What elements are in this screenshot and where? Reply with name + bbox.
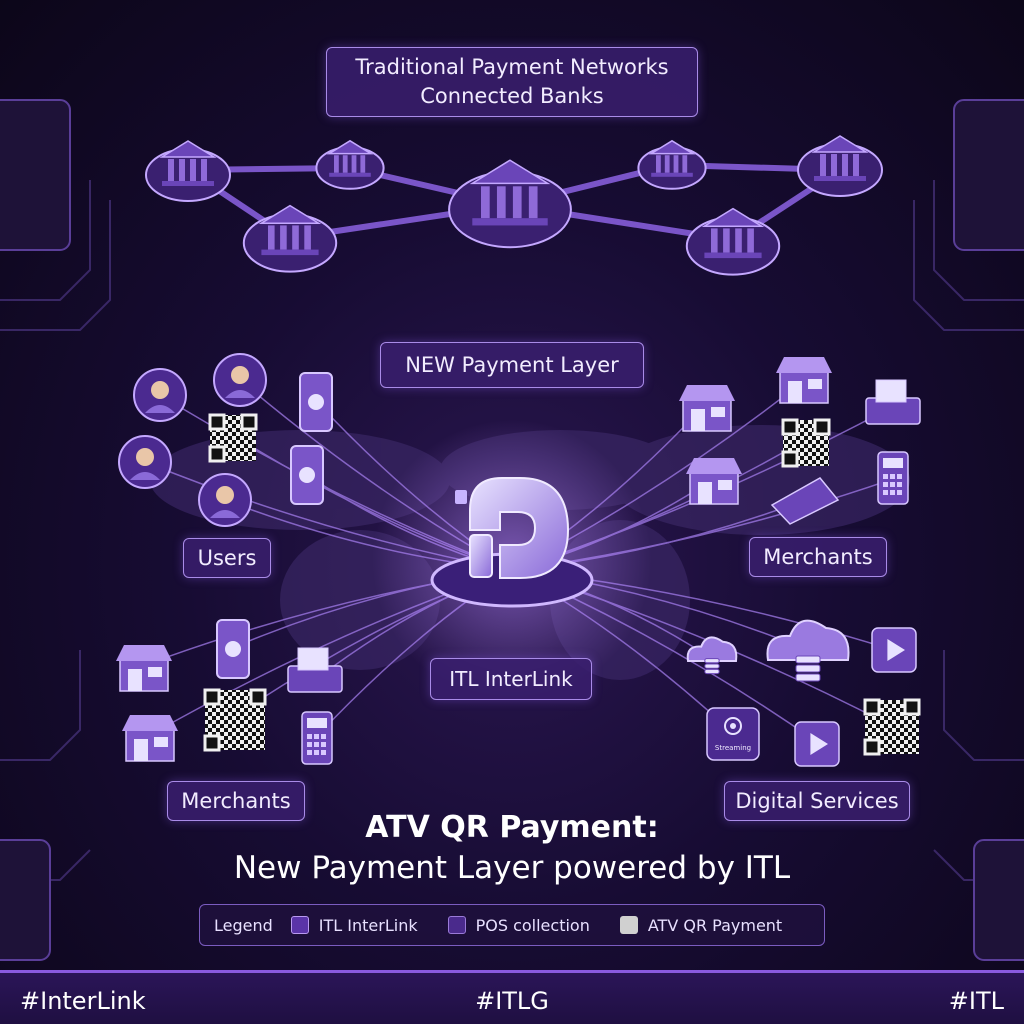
chip-bottom-right xyxy=(973,839,1024,961)
shop-icon-4 xyxy=(116,645,172,692)
streaming-icon: Streaming xyxy=(706,707,760,761)
merchants-right-label: Merchants xyxy=(749,537,887,577)
bank-icon-4 xyxy=(637,139,707,190)
cash-register-icon-1 xyxy=(287,647,343,693)
cloud-server-icon-2 xyxy=(766,619,850,682)
play-icon-1 xyxy=(871,627,917,673)
footer-bar: #InterLink #ITLG #ITL xyxy=(0,970,1024,1024)
legend-itl-swatch xyxy=(290,916,309,934)
shop-icon-1 xyxy=(679,385,735,432)
qr-code-icon-4 xyxy=(863,698,921,756)
bank-network-title-line2: Connected Banks xyxy=(420,84,604,108)
shop-icon-5 xyxy=(122,715,178,762)
legend-item-pos: POS collection xyxy=(475,915,590,935)
legend-qr-icon xyxy=(619,916,638,934)
chip-bottom-left xyxy=(0,839,51,961)
cloud-server-icon-1 xyxy=(686,636,738,675)
chip-left xyxy=(0,99,71,251)
phone-icon-2 xyxy=(290,445,324,505)
legend: Legend ITL InterLink POS collection ATV … xyxy=(199,904,825,946)
qr-code-icon-3 xyxy=(203,688,267,752)
phone-icon-1 xyxy=(299,372,333,432)
legend-item-itl: ITL InterLink xyxy=(318,915,418,935)
endpoint-icons: Streaming xyxy=(116,353,921,767)
chip-right xyxy=(953,99,1024,251)
shop-icon-2 xyxy=(776,357,832,404)
shop-icon-3 xyxy=(686,458,742,505)
bank-network-title-box: Traditional Payment Networks Connected B… xyxy=(326,47,698,117)
card-terminal-icon xyxy=(770,477,840,525)
bank-icon-6 xyxy=(797,135,883,197)
pos-terminal-icon-2 xyxy=(301,711,333,765)
bank-icon-2 xyxy=(315,139,385,190)
itl-logo-icon xyxy=(455,477,570,579)
qr-code-icon-1 xyxy=(208,413,258,463)
pos-terminal-icon-1 xyxy=(877,451,909,505)
footer-hashtag-interlink[interactable]: #InterLink xyxy=(20,987,146,1015)
new-payment-layer-label: NEW Payment Layer xyxy=(380,342,644,388)
bank-icon-3 xyxy=(242,204,338,273)
bank-icon-central xyxy=(448,159,572,249)
subheadline: New Payment Layer powered by ITL xyxy=(233,850,791,886)
streaming-icon-text: Streaming xyxy=(715,744,751,752)
bank-nodes xyxy=(145,135,883,276)
bank-network-title-line1: Traditional Payment Networks xyxy=(355,55,669,79)
bank-icon-1 xyxy=(145,140,231,202)
cash-register-icon-2 xyxy=(865,379,921,425)
play-icon-2 xyxy=(794,721,840,767)
legend-title: Legend xyxy=(214,915,273,935)
itl-interlink-label: ITL InterLink xyxy=(430,658,592,700)
digital-services-label: Digital Services xyxy=(724,781,910,821)
legend-item-qr: ATV QR Payment xyxy=(647,915,783,935)
merchants-left-label: Merchants xyxy=(167,781,305,821)
user-avatar-icon-3 xyxy=(118,435,172,489)
headline: ATV QR Payment: xyxy=(365,810,659,845)
user-avatar-icon-4 xyxy=(198,473,252,527)
phone-icon-3 xyxy=(216,619,250,679)
user-avatar-icon-1 xyxy=(133,368,187,422)
footer-hashtag-itl[interactable]: #ITL xyxy=(948,987,1004,1015)
users-label: Users xyxy=(183,538,271,578)
bank-icon-5 xyxy=(685,207,781,276)
user-avatar-icon-2 xyxy=(213,353,267,407)
footer-hashtag-itlg[interactable]: #ITLG xyxy=(475,987,549,1015)
legend-pos-swatch xyxy=(447,916,466,934)
qr-code-icon-2 xyxy=(781,418,831,468)
